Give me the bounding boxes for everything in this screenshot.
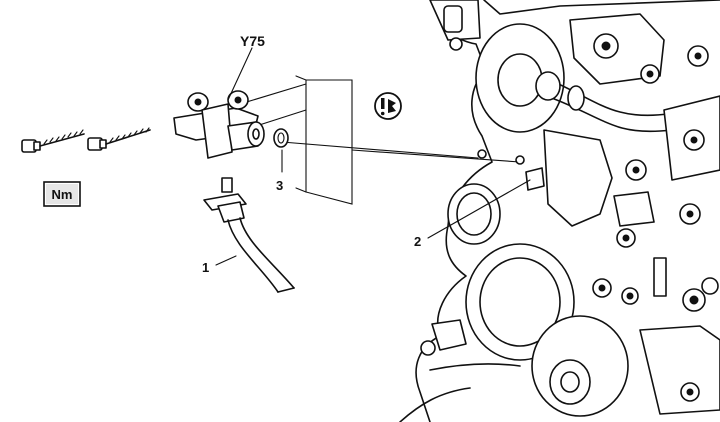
bolt-lower bbox=[87, 127, 151, 151]
sensor-hose bbox=[203, 177, 295, 293]
label-y75: Y75 bbox=[240, 33, 265, 49]
label-hose-1: 1 bbox=[202, 260, 209, 275]
label-stud-2: 2 bbox=[414, 234, 421, 249]
warning-circle-icon bbox=[374, 92, 402, 120]
valve-y75 bbox=[173, 90, 265, 159]
torque-spec-box: Nm bbox=[43, 181, 81, 207]
bolt-upper bbox=[21, 129, 85, 153]
label-seal-3: 3 bbox=[276, 178, 283, 193]
torque-label: Nm bbox=[52, 187, 73, 202]
engine-block bbox=[399, 0, 720, 422]
seal-ring bbox=[273, 128, 289, 148]
mounting-plane bbox=[295, 75, 353, 205]
callout-leaders bbox=[215, 47, 531, 266]
